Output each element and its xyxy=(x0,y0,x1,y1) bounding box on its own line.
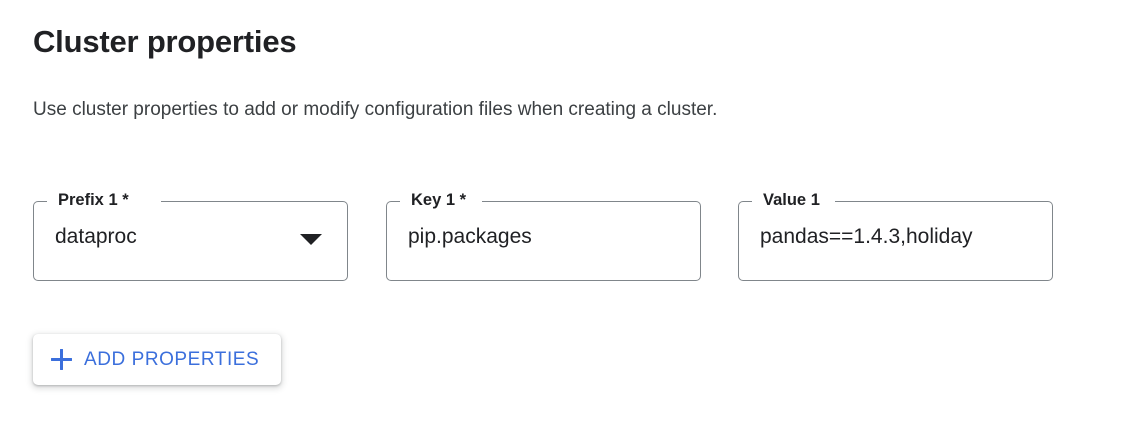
page-description: Use cluster properties to add or modify … xyxy=(33,99,718,120)
prefix-field[interactable]: Prefix 1 * dataproc xyxy=(33,190,348,281)
page-title: Cluster properties xyxy=(33,24,297,59)
add-properties-button[interactable]: ADD PROPERTIES xyxy=(33,334,282,385)
prefix-field-label: Prefix 1 * xyxy=(55,190,132,210)
key-field-label: Key 1 * xyxy=(408,190,470,210)
key-field[interactable]: Key 1 * pip.packages xyxy=(386,190,701,281)
value-field[interactable]: Value 1 pandas==1.4.3,holiday xyxy=(738,190,1053,281)
key-field-value[interactable]: pip.packages xyxy=(408,225,532,248)
prefix-field-value[interactable]: dataproc xyxy=(55,225,137,248)
properties-row: Prefix 1 * dataproc Key 1 * pip.packages… xyxy=(33,190,1093,281)
plus-icon xyxy=(51,349,72,370)
value-field-label: Value 1 xyxy=(760,190,823,210)
value-field-value[interactable]: pandas==1.4.3,holiday xyxy=(760,225,973,248)
chevron-down-icon[interactable] xyxy=(300,234,322,245)
add-properties-button-label: ADD PROPERTIES xyxy=(84,348,260,370)
